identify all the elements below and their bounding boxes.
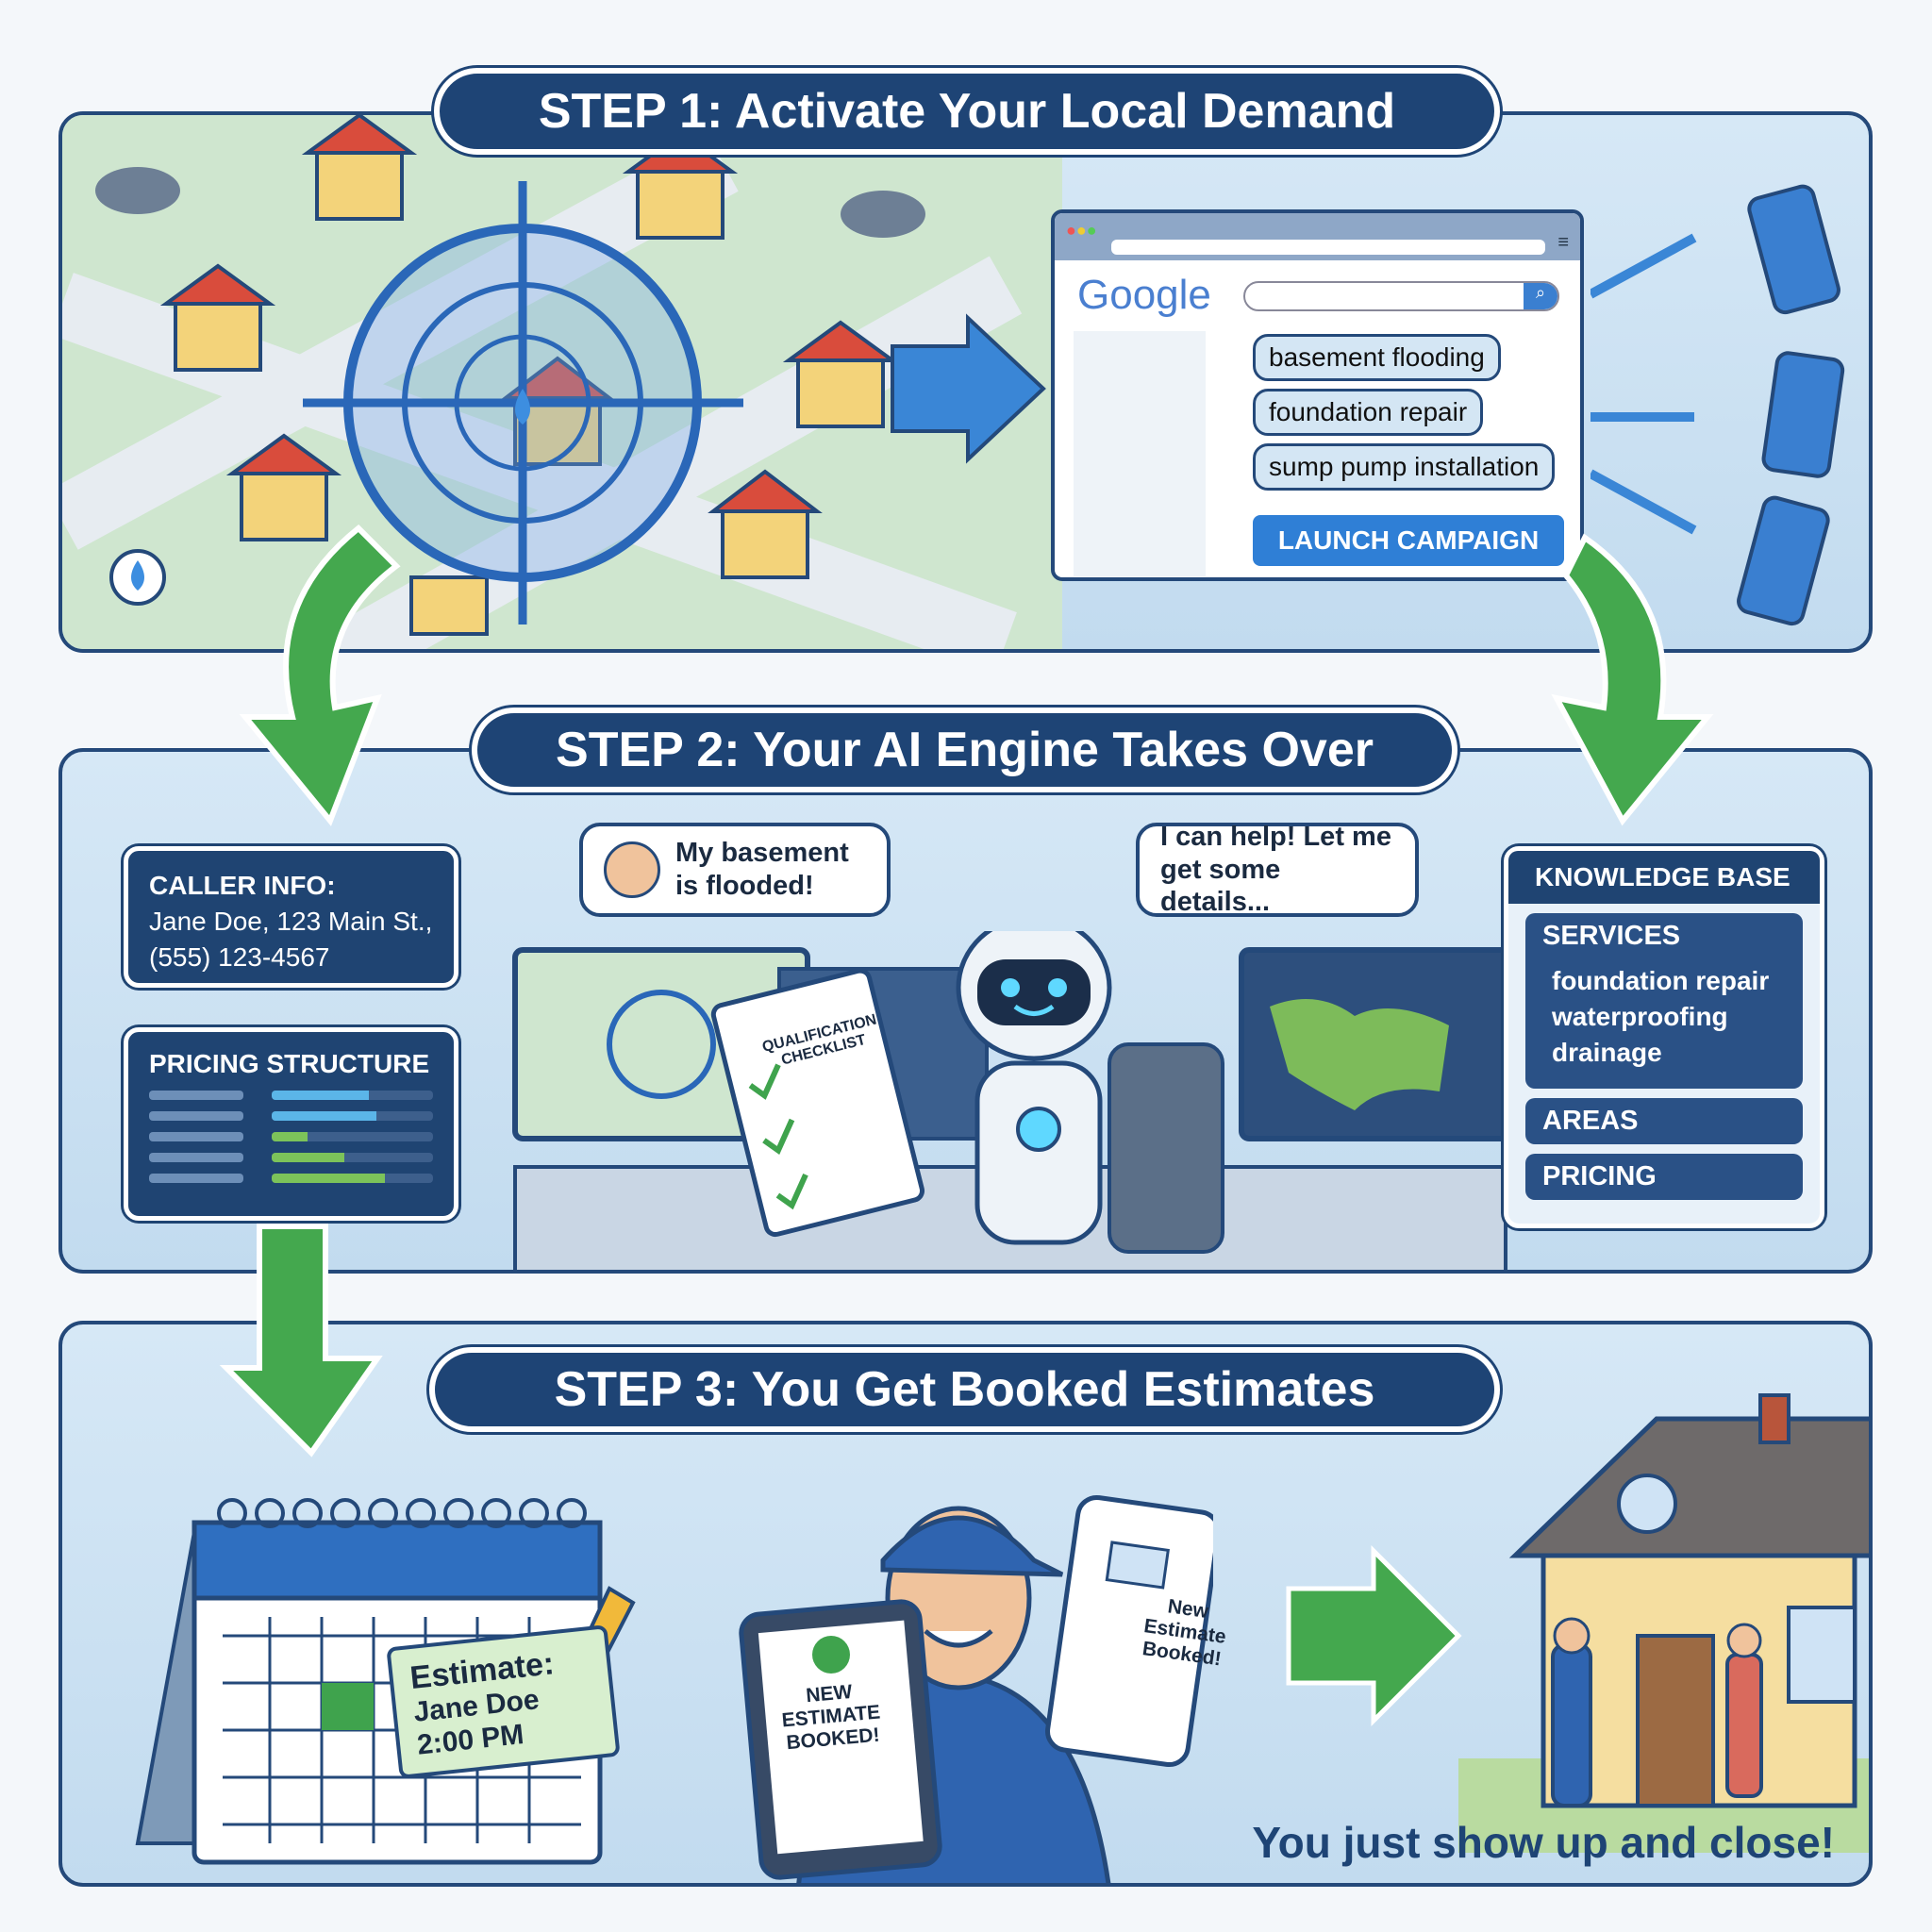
- step1-panel: ●●● ≡ Google ⌕ basement flooding foundat…: [58, 111, 1873, 653]
- step2-title: STEP 2: Your AI Engine Takes Over: [472, 708, 1457, 792]
- keyword-chip[interactable]: foundation repair: [1253, 389, 1484, 436]
- caller-avatar: [604, 841, 660, 898]
- pricing-bar-row: [149, 1132, 433, 1141]
- storm-cloud-icon: [95, 167, 925, 238]
- qualification-checklist: [710, 968, 925, 1238]
- blue-arrow: [891, 313, 1046, 464]
- green-arrow: [1286, 1544, 1462, 1727]
- ringing-phones-illustration: [1591, 184, 1845, 626]
- pricing-bar-row: [149, 1091, 433, 1100]
- technician-figure: [1551, 1643, 1592, 1807]
- pricing-bar-row: [149, 1153, 433, 1162]
- water-drop-icon: [109, 389, 530, 606]
- knowledge-base-title: KNOWLEDGE BASE: [1508, 851, 1820, 904]
- house-visit-illustration: [1286, 1393, 1869, 1853]
- chair: [1108, 1042, 1224, 1254]
- neighborhood-map-illustration: [62, 115, 1062, 649]
- launch-campaign-button[interactable]: LAUNCH CAMPAIGN: [1253, 515, 1564, 566]
- phone: [1045, 1494, 1213, 1768]
- knowledge-base-panel: KNOWLEDGE BASE SERVICES foundation repai…: [1504, 846, 1824, 1228]
- sidebar-placeholder: [1074, 331, 1206, 576]
- tablet-message: NEW ESTIMATE BOOKED!: [762, 1677, 900, 1757]
- phone-notification: New Estimate Booked!: [1128, 1591, 1241, 1674]
- pricing-structure-label: PRICING STRUCTURE: [149, 1049, 430, 1078]
- kb-service-item: foundation repair: [1552, 966, 1770, 995]
- ai-robot-workstation-illustration: [512, 931, 1518, 1270]
- kb-services-section[interactable]: SERVICES foundation repair waterproofing…: [1525, 913, 1803, 1090]
- calendar-estimate-note: Estimate: Jane Doe 2:00 PM: [386, 1624, 621, 1779]
- caller-message-line: is flooded!: [675, 871, 814, 901]
- pricing-value-bar: [272, 1153, 433, 1162]
- check-circle-icon: [812, 1636, 850, 1674]
- kb-service-item: waterproofing: [1552, 1001, 1728, 1031]
- caller-phone: (555) 123-4567: [149, 941, 330, 972]
- pricing-label-bar: [149, 1091, 243, 1100]
- front-door: [1636, 1634, 1715, 1807]
- ai-message-line: I can help! Let me: [1160, 821, 1391, 852]
- google-logo: Google: [1077, 272, 1211, 318]
- pricing-label-bar: [149, 1153, 243, 1162]
- browser-toolbar: ●●● ≡: [1055, 213, 1580, 260]
- keyword-chip[interactable]: sump pump installation: [1253, 443, 1556, 491]
- browser-window: ●●● ≡ Google ⌕ basement flooding foundat…: [1051, 209, 1584, 581]
- pricing-structure-card: PRICING STRUCTURE: [124, 1027, 458, 1221]
- cap: [880, 1515, 1064, 1577]
- pricing-bar-fill: [272, 1132, 308, 1141]
- search-icon[interactable]: ⌕: [1524, 283, 1557, 309]
- pricing-bar-fill: [272, 1091, 369, 1100]
- kb-services-label: SERVICES: [1542, 921, 1681, 951]
- pricing-bar-row: [149, 1174, 433, 1183]
- pricing-bar-row: [149, 1111, 433, 1121]
- robot-body: [974, 1060, 1103, 1245]
- pricing-bars: [149, 1091, 433, 1183]
- kb-pricing-section[interactable]: PRICING: [1525, 1154, 1803, 1201]
- envelope-icon: [1105, 1541, 1170, 1590]
- phone-icon: [1737, 495, 1830, 626]
- pricing-bar-fill: [272, 1174, 385, 1183]
- spiral-binding: [217, 1498, 587, 1528]
- search-input[interactable]: ⌕: [1243, 281, 1559, 311]
- keyword-chip[interactable]: basement flooding: [1253, 334, 1501, 381]
- pricing-label-bar: [149, 1111, 243, 1121]
- caller-info-card: CALLER INFO: Jane Doe, 123 Main St., (55…: [124, 846, 458, 988]
- pricing-label-bar: [149, 1174, 243, 1183]
- window-controls-icon: ●●●: [1066, 221, 1097, 240]
- pricing-label-bar: [149, 1132, 243, 1141]
- phone-icon: [1761, 351, 1845, 478]
- pricing-value-bar: [272, 1111, 433, 1121]
- green-flow-arrows: [219, 524, 1714, 1457]
- kb-areas-section[interactable]: AREAS: [1525, 1098, 1803, 1145]
- pricing-value-bar: [272, 1174, 433, 1183]
- pricing-value-bar: [272, 1132, 433, 1141]
- caller-address: Jane Doe, 123 Main St.,: [149, 906, 433, 936]
- pricing-value-bar: [272, 1091, 433, 1100]
- phone-icon: [1747, 184, 1840, 315]
- kb-service-item: drainage: [1552, 1037, 1662, 1067]
- tagline: You just show up and close!: [1252, 1818, 1835, 1867]
- step3-title: STEP 3: You Get Booked Estimates: [429, 1347, 1500, 1432]
- address-bar[interactable]: [1111, 240, 1545, 255]
- technician-illustration: [739, 1494, 1213, 1883]
- step1-title: STEP 1: Activate Your Local Demand: [434, 68, 1500, 155]
- homeowner-figure: [1725, 1653, 1763, 1798]
- menu-icon[interactable]: ≡: [1557, 232, 1569, 253]
- ai-message-line: get some details...: [1160, 854, 1281, 918]
- step2-panel: CALLER INFO: Jane Doe, 123 Main St., (55…: [58, 748, 1873, 1274]
- pricing-bar-fill: [272, 1111, 377, 1121]
- caller-message-line: My basement: [675, 838, 849, 869]
- caller-info-label: CALLER INFO:: [149, 871, 336, 900]
- pricing-bar-fill: [272, 1153, 344, 1162]
